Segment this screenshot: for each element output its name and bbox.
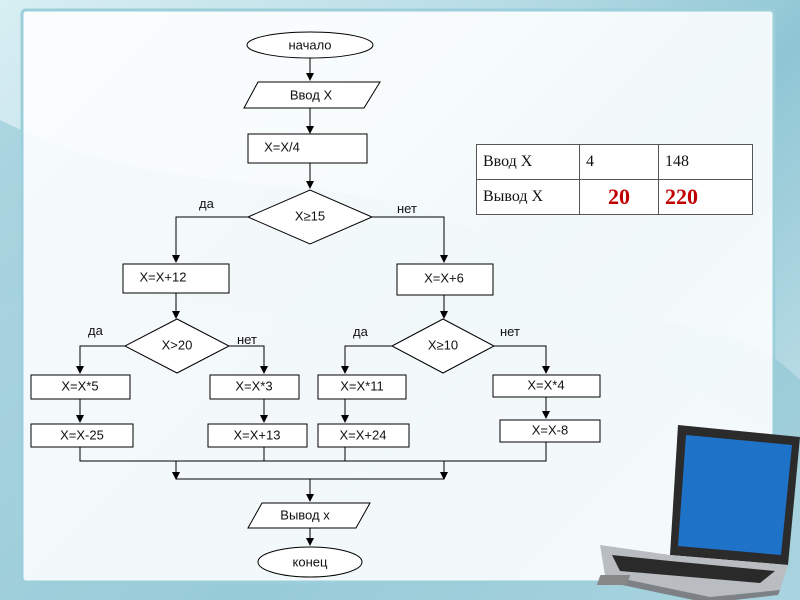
output-parallelogram [247, 502, 371, 529]
cond2-decision [123, 318, 231, 374]
a2-text: X=X-25 [60, 427, 104, 442]
row2-value2: 220 [658, 179, 753, 215]
io-table: Ввод X 4 148 Вывод X 20 220 [476, 144, 753, 215]
yes-branch-text: X=X+12 [140, 269, 187, 284]
table-row: Вывод X 20 220 [476, 179, 753, 215]
c1-process [317, 374, 407, 400]
no-branch-text: X=X+6 [424, 270, 464, 285]
c2-text: X=X+24 [340, 427, 387, 442]
d2-process [499, 419, 601, 443]
row1-label: Ввод X [476, 144, 580, 180]
start-terminal [246, 31, 374, 59]
a1-process [30, 374, 131, 400]
start-text: начало [288, 37, 331, 52]
a1-text: X=X*5 [61, 378, 98, 393]
d1-text: X=X*4 [527, 377, 564, 392]
step1-text: X=X/4 [264, 139, 300, 154]
input-text: Ввод X [290, 87, 333, 102]
cond3-text: X≥10 [428, 337, 458, 352]
cond3-decision [390, 318, 496, 374]
cond3-yes-label: да [353, 324, 369, 339]
cond2-text: X>20 [162, 337, 193, 352]
step1-process [247, 133, 368, 164]
row2-value1: 20 [579, 179, 659, 215]
cond2-yes-label: да [88, 323, 104, 338]
b2-process [207, 423, 308, 448]
no-branch-process [396, 263, 494, 296]
cond1-yes-label: да [199, 196, 215, 211]
cond2-no-label: нет [237, 332, 257, 347]
row1-value1: 4 [579, 144, 659, 180]
input-parallelogram [243, 81, 381, 109]
end-terminal [257, 546, 363, 578]
output-text: Вывод x [280, 507, 330, 522]
b1-text: X=X*3 [235, 378, 272, 393]
table-row: Ввод X 4 148 [476, 144, 753, 180]
end-text: конец [293, 554, 328, 569]
cond1-text: X≥15 [295, 208, 325, 223]
cond3-no-label: нет [500, 324, 520, 339]
cond1-no-label: нет [397, 201, 417, 216]
row2-label: Вывод X [476, 179, 580, 215]
yes-branch-process [122, 263, 230, 294]
row1-value2: 148 [658, 144, 753, 180]
b1-process [209, 374, 300, 400]
b2-text: X=X+13 [234, 427, 281, 442]
laptop-image [596, 425, 800, 600]
c1-text: X=X*11 [340, 378, 384, 393]
a2-process [30, 423, 134, 448]
d1-process [492, 374, 601, 398]
cond1-decision [246, 189, 374, 245]
c2-process [317, 423, 410, 448]
d2-text: X=X-8 [532, 422, 569, 437]
